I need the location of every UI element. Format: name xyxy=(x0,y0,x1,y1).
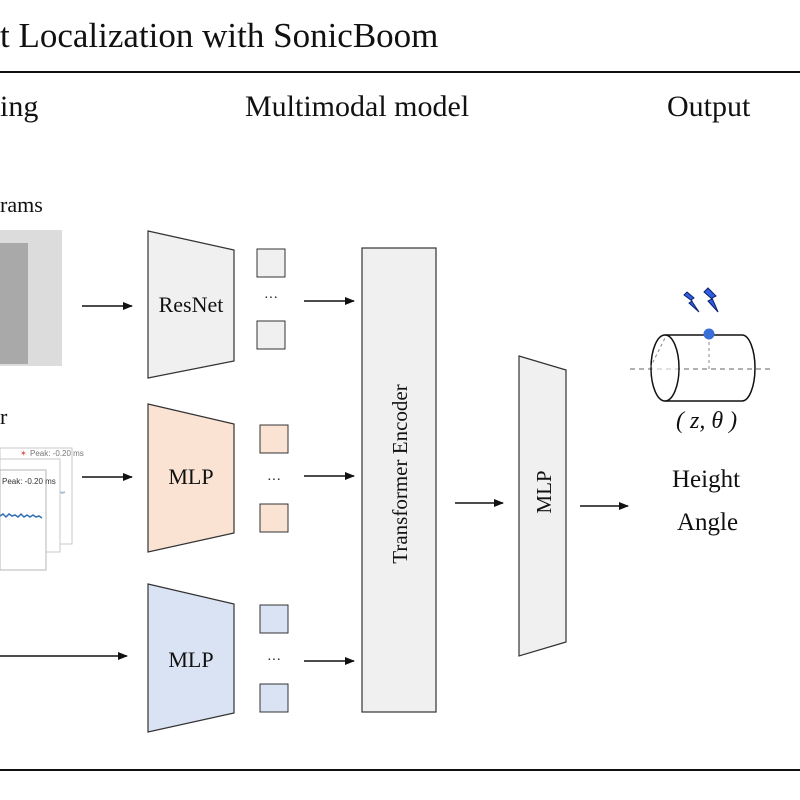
token-ellipsis-resnet: ··· xyxy=(264,291,278,306)
stage-model-header: Multimodal model xyxy=(245,90,470,123)
transformer-encoder-block xyxy=(361,247,437,713)
token-resnet-1 xyxy=(256,248,286,278)
token-waveform-1 xyxy=(259,424,289,454)
mlp-head-label: MLP xyxy=(532,470,556,513)
waveform-label: r xyxy=(0,404,8,429)
figure-title: t Localization with SonicBoom xyxy=(0,16,439,55)
transformer-encoder-label: Transformer Encoder xyxy=(388,384,412,563)
contact-point-icon xyxy=(703,328,715,340)
resnet-label: ResNet xyxy=(159,292,224,317)
bottom-rule xyxy=(0,769,800,771)
stage-preprocessing-header: ing xyxy=(0,90,39,123)
lightning-icon xyxy=(683,287,719,313)
peak-star-icon: ✶ xyxy=(20,449,27,458)
output-angle-label: Angle xyxy=(677,509,739,536)
token-third-1 xyxy=(259,604,289,634)
mlp-encoder-third xyxy=(147,583,235,733)
title-rule xyxy=(0,71,800,73)
mlp-head-block xyxy=(518,355,567,657)
stage-output-header: Output xyxy=(667,90,751,123)
mlp-waveform-label: MLP xyxy=(168,464,213,489)
waveform-plot-stack: Peak: -0.20 ms Peak: -0.20 ms ✶ xyxy=(0,447,84,571)
mlp-encoder-waveform xyxy=(147,403,235,553)
waveform-peak-label-back: Peak: -0.20 ms xyxy=(30,449,84,458)
token-ellipsis-third: ··· xyxy=(267,653,281,668)
token-ellipsis-waveform: ··· xyxy=(267,473,281,488)
spectrogram-stack xyxy=(0,230,62,366)
output-height-label: Height xyxy=(672,466,741,493)
mlp-third-label: MLP xyxy=(168,647,213,672)
spectrograms-label: rams xyxy=(0,192,43,217)
token-third-2 xyxy=(259,683,289,713)
output-coords-label: ( z, θ ) xyxy=(676,408,738,434)
waveform-peak-label: Peak: -0.20 ms xyxy=(2,477,56,486)
resnet-encoder xyxy=(147,230,235,379)
token-resnet-2 xyxy=(256,320,286,350)
cylinder-contact-illustration xyxy=(630,334,772,402)
token-waveform-2 xyxy=(259,503,289,533)
